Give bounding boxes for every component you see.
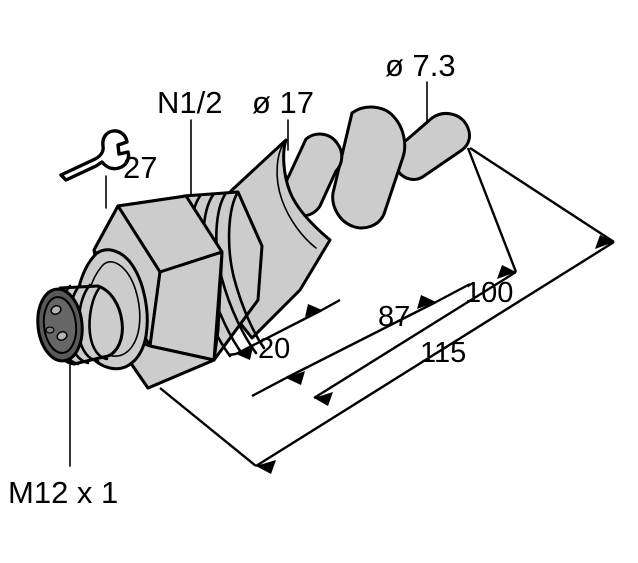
dim-ext-20b [321, 298, 341, 312]
dim-arrow-87-right [417, 295, 436, 309]
dim-arrow-20-right [305, 304, 322, 317]
dim-line-115 [255, 240, 615, 468]
dim-line-87 [285, 300, 437, 380]
callout-label-diameter-17: ø 17 [252, 85, 314, 120]
dim-arrow-115-right [595, 235, 614, 249]
probe-element-housing [331, 105, 407, 230]
dim-arrow-20-left [236, 347, 253, 360]
connector-pin-3 [45, 326, 55, 334]
m12-connector [36, 248, 149, 371]
dimension-label-115: 115 [420, 337, 466, 369]
text-labels: 27 N1/2 ø 17 ø 7.3 M12 x 1 20 87 100 115 [8, 48, 513, 510]
part-geometry [36, 105, 471, 390]
wrench-glyph [59, 129, 131, 182]
probe-shoulder-edge [393, 116, 406, 158]
leader-lines [69, 81, 428, 467]
dim-ext-115-left [159, 387, 257, 467]
thread-turn-5 [227, 190, 266, 350]
callout-label-diameter-73: ø 7.3 [385, 48, 456, 83]
connector-thread-4 [88, 285, 109, 361]
probe-housing-body [331, 105, 407, 230]
dimension-label-100: 100 [465, 277, 513, 309]
dim-line-20 [235, 308, 323, 356]
callout-label-wrench-size: 27 [123, 150, 157, 185]
dim-ext-115-right [469, 146, 615, 244]
dim-arrow-100-right [497, 265, 516, 279]
dim-line-100 [313, 270, 517, 400]
connector-pin-1 [50, 305, 62, 315]
dimension-label-87: 87 [378, 301, 410, 333]
callout-label-thread-npt: N1/2 [157, 85, 222, 120]
callout-label-connector-thread: M12 x 1 [8, 475, 118, 510]
dim-ext-87-right [435, 282, 471, 304]
main-tube-left-ellipse [276, 139, 317, 249]
connector-pin-2 [56, 331, 68, 341]
wrench-icon [59, 129, 131, 182]
dim-arrow-87-left [286, 371, 305, 385]
dim-ext-100-right [466, 147, 518, 273]
dimension-lines [159, 146, 615, 474]
dim-ext-20 [227, 352, 237, 357]
dim-arrow-100-left [314, 392, 333, 406]
dim-ext-87-left [251, 376, 287, 398]
dim-arrow-115-left [256, 460, 276, 474]
dimension-label-20: 20 [258, 333, 290, 365]
